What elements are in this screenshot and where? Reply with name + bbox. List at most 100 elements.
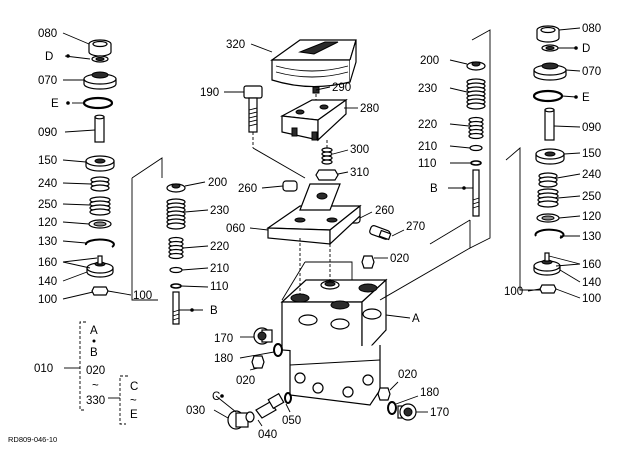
part-080-right [536, 25, 560, 43]
label-050: 050 [282, 415, 301, 427]
label-220-middle: 220 [210, 241, 229, 253]
label-140-left: 140 [38, 276, 57, 288]
label-200-middle: 200 [208, 177, 227, 189]
label-240-right: 240 [582, 169, 601, 181]
part-140-left [86, 255, 114, 278]
part-240-spring-right [538, 172, 558, 188]
part-090-right [544, 107, 555, 141]
part-070-right [533, 62, 567, 81]
assembly-legend: 010 A B 020 ~ 330 C ~ E [34, 321, 138, 425]
label-110-middle: 110 [210, 281, 228, 293]
part-260-pin-a [282, 180, 298, 192]
part-100-right [539, 284, 557, 294]
label-080-right: 080 [582, 23, 601, 35]
part-b-right [462, 169, 480, 217]
lower-right-labels: 020 180 170 [398, 369, 449, 419]
part-150-right [535, 148, 565, 165]
part-180-oring-b [387, 401, 397, 415]
label-230-right: 230 [418, 83, 437, 95]
label-100-left-2: 100 [133, 290, 152, 302]
top-center-labels: 320 290 190 280 300 310 260 260 060 270 [200, 39, 425, 235]
label-100-right: 100 [582, 293, 601, 305]
part-e-oring-right [532, 89, 564, 103]
part-230-spring-right [466, 78, 486, 110]
label-020-b: 020 [236, 375, 255, 387]
label-100-right-2: 100 [504, 286, 523, 298]
label-250-right: 250 [582, 191, 601, 203]
legend-sub-c: C [130, 381, 138, 393]
part-020-plug-b [251, 355, 265, 369]
label-090-left: 090 [38, 127, 57, 139]
middle-left-labels: 200 230 220 210 110 B [208, 177, 229, 317]
lower-left-labels: 170 180 020 C 030 040 050 [186, 333, 301, 441]
lower-left-fittings [213, 327, 292, 430]
label-240-left: 240 [38, 178, 57, 190]
part-200-right [466, 61, 486, 71]
part-090-left [94, 114, 105, 143]
label-d-left: D [45, 51, 53, 63]
part-150-left [85, 155, 115, 172]
label-090-right: 090 [582, 122, 601, 134]
label-170-a: 170 [214, 333, 233, 345]
middle-right-labels: 200 230 220 210 110 B [418, 55, 439, 195]
left-valve-stack [62, 32, 132, 300]
label-d-right: D [582, 43, 590, 55]
part-040-fitting [255, 392, 285, 419]
part-b-middle [172, 291, 194, 325]
part-250-spring-right [537, 188, 559, 208]
part-170-plug-a [253, 327, 273, 345]
part-020-plug-a [361, 255, 388, 269]
label-020-a: 020 [390, 253, 409, 265]
part-310-nut [315, 169, 339, 181]
lower-right-fittings [377, 381, 428, 421]
label-210-right: 210 [418, 141, 437, 153]
label-170-b: 170 [430, 407, 449, 419]
legend-sub-e: E [130, 409, 138, 421]
part-250-spring-left [89, 196, 111, 216]
label-180-a: 180 [214, 353, 233, 365]
label-130-right: 130 [582, 231, 601, 243]
part-120-right [536, 213, 560, 223]
label-310: 310 [350, 167, 369, 179]
legend-item-020: 020 [86, 365, 105, 377]
label-160-left: 160 [38, 257, 57, 269]
part-110-middle [170, 283, 182, 289]
middle-left-plunger-stack [131, 157, 209, 325]
label-e-right: E [582, 92, 590, 104]
label-140-right: 140 [582, 277, 601, 289]
part-020-plug-c [377, 387, 391, 401]
label-100-left: 100 [38, 294, 57, 306]
top-center-assembly [224, 39, 405, 246]
label-160-right: 160 [582, 259, 601, 271]
label-270: 270 [406, 221, 425, 233]
label-b-right: B [430, 183, 438, 195]
part-280-plate [280, 98, 348, 142]
middle-right-plunger-stack [379, 29, 491, 301]
label-180-b: 180 [420, 387, 439, 399]
label-120-right: 120 [582, 211, 601, 223]
part-100-left [91, 286, 109, 296]
part-e-oring-left [82, 96, 114, 110]
legend-set-number: 010 [34, 363, 53, 375]
part-230-spring-middle [166, 198, 186, 230]
label-120-left: 120 [38, 217, 57, 229]
label-260-b: 260 [375, 205, 394, 217]
part-320-boot [270, 39, 357, 88]
part-200-middle [166, 183, 186, 193]
left-stack-labels: 080 D 070 E 090 150 240 250 120 130 160 … [38, 28, 152, 306]
label-130-left: 130 [38, 236, 57, 248]
label-c: C [212, 391, 220, 403]
right-stack-labels: 080 D 070 E 090 150 240 250 120 130 160 … [504, 23, 601, 305]
label-260-a: 260 [238, 183, 257, 195]
part-220-spring-right [468, 116, 484, 140]
legend-item-330: 330 [86, 395, 105, 407]
label-110-right: 110 [418, 158, 436, 170]
part-d-left [91, 55, 109, 63]
label-250-left: 250 [38, 199, 57, 211]
part-030-plug [220, 394, 255, 430]
figure-code: RD809-046-10 [8, 435, 57, 444]
label-070-left: 070 [38, 75, 57, 87]
part-210-right [469, 144, 483, 152]
